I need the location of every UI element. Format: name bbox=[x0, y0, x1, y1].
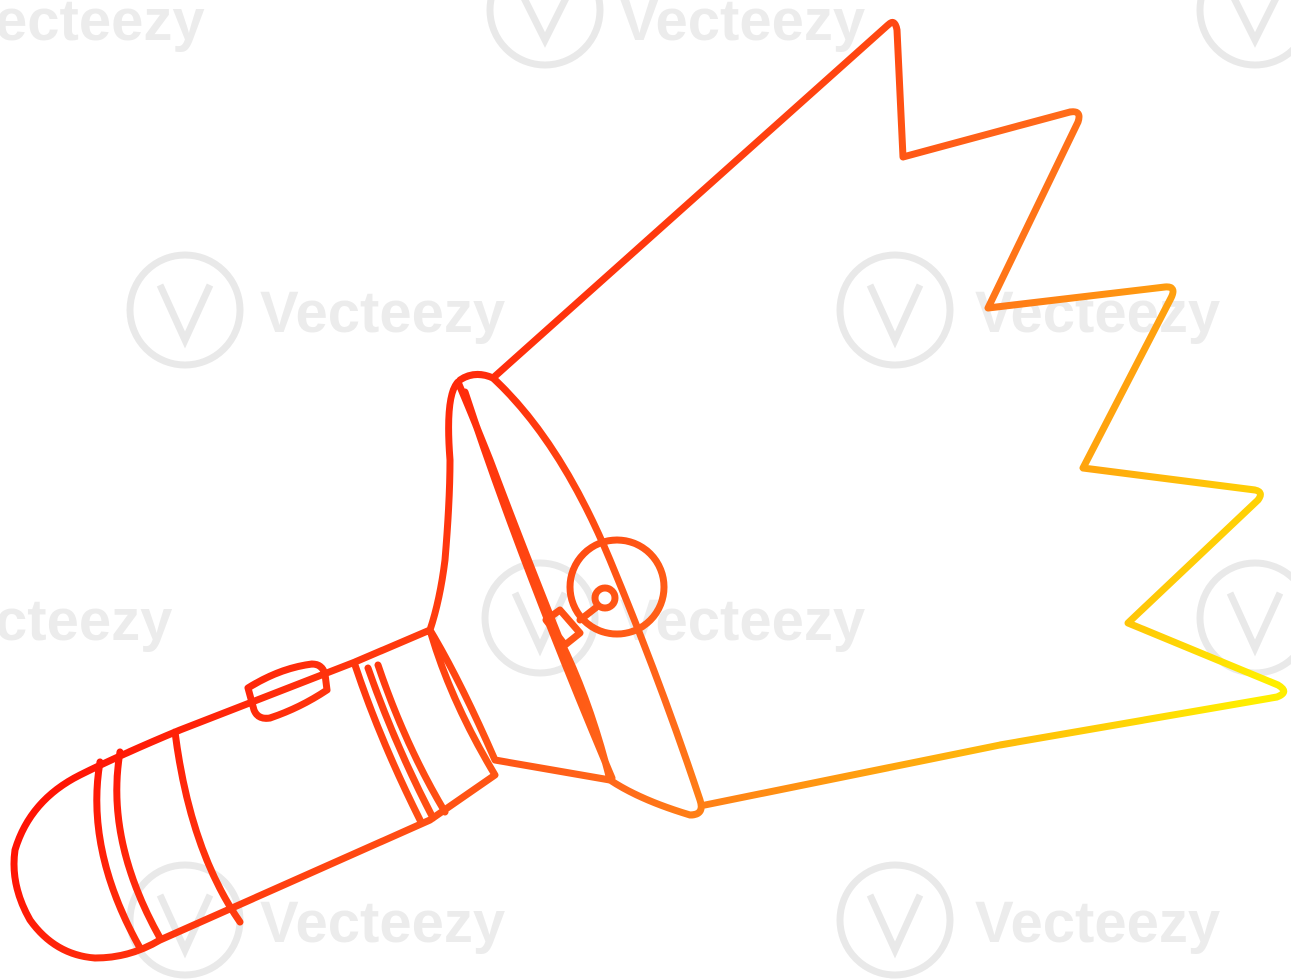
vecteezy-v-logo-icon bbox=[1196, 0, 1291, 69]
watermark-row-3: cteezy Vecteezy bbox=[0, 559, 1291, 677]
reflector-rim bbox=[456, 371, 705, 819]
handle-ring bbox=[93, 758, 144, 952]
flashlight-drawing bbox=[10, 18, 1288, 962]
vecteezy-v-logo-icon bbox=[126, 251, 244, 369]
watermark-text: Vecteezy bbox=[260, 890, 505, 955]
vecteezy-v-logo-icon bbox=[486, 0, 604, 69]
handle-ring bbox=[351, 661, 424, 824]
vecteezy-v-logo-icon bbox=[836, 251, 954, 369]
bulb-icon bbox=[542, 536, 668, 649]
handle-ring bbox=[374, 661, 449, 816]
reflector-inner-line bbox=[461, 388, 616, 782]
vecteezy-v-logo-icon bbox=[836, 861, 954, 979]
watermark-text: Vecteezy bbox=[620, 588, 865, 653]
watermark-text: Vecteezy bbox=[975, 890, 1220, 955]
watermark-text: Vecteezy bbox=[260, 280, 505, 345]
handle-ring bbox=[113, 748, 164, 942]
light-beam bbox=[489, 18, 1288, 809]
switch-button bbox=[244, 660, 331, 722]
handle-ring bbox=[364, 664, 437, 822]
watermark-text: cteezy bbox=[0, 588, 172, 653]
watermark-text: Vecteezy bbox=[975, 280, 1220, 345]
vecteezy-v-logo-icon bbox=[126, 861, 244, 979]
handle-ring bbox=[171, 728, 244, 926]
watermark-top: ecteezy Vecteezy bbox=[0, 0, 1291, 69]
watermark-text: ecteezy bbox=[0, 0, 205, 53]
flashlight-handle bbox=[10, 626, 499, 962]
watermark-row-2: Vecteezy Vecteezy bbox=[126, 251, 1220, 369]
watermark-row-4: Vecteezy Vecteezy bbox=[126, 861, 1220, 979]
watermark-text: Vecteezy bbox=[620, 0, 865, 53]
